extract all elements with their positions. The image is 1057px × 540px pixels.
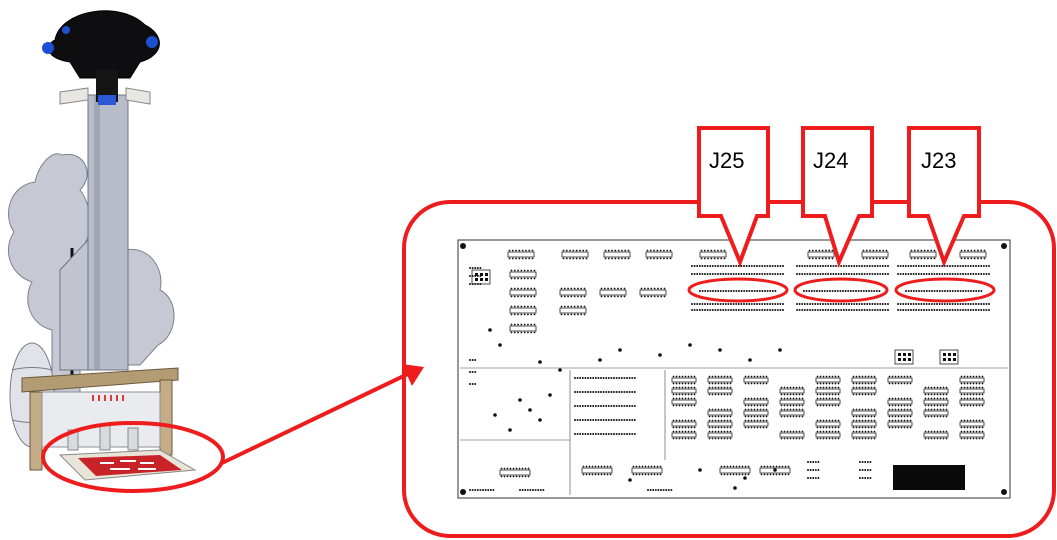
pcb-chip: [815, 388, 841, 394]
pcb-chip: [671, 377, 697, 383]
pcb-chip: [559, 289, 587, 296]
pcb-chip: [671, 399, 697, 405]
pcb-chip: [959, 251, 987, 258]
pcb-chip: [959, 388, 985, 394]
pcb-chip: [707, 388, 733, 394]
callout-j25: J25: [697, 126, 770, 268]
pcb-chip: [699, 251, 727, 258]
zoom-arrow: [221, 364, 424, 465]
pcb-chip: [779, 410, 805, 416]
pcb-chip: [815, 421, 841, 427]
pcb-chip: [603, 251, 631, 258]
top-display: [42, 10, 160, 105]
pcb-chip: [887, 399, 913, 405]
pcb-chip: [887, 410, 913, 416]
pcb-chip: [509, 325, 537, 332]
pcb-chip: [959, 377, 985, 383]
pcb-chip: [815, 399, 841, 405]
tray-highlight-ellipse: [41, 421, 225, 493]
tower-foot-left: [59, 238, 89, 371]
wood-cabinet: [21, 367, 179, 471]
pcb-chip: [707, 410, 733, 416]
pcb-chip: [707, 421, 733, 427]
callout-j23-label: J23: [921, 148, 956, 173]
pcb-outline: [457, 239, 1011, 499]
pcb-chip: [779, 388, 805, 394]
callout-j24: J24: [801, 126, 874, 268]
pcb-chip: [861, 251, 889, 258]
pcb-label-block: [893, 465, 965, 490]
pcb-chip: [815, 432, 841, 438]
callout-j25-label: J25: [709, 148, 744, 173]
pcb-chip: [743, 410, 769, 416]
pcb-chip: [779, 399, 805, 405]
pcb-chip: [743, 421, 769, 427]
pcb-chip: [671, 421, 697, 427]
machine-assembly: [7, 10, 225, 493]
pcb-chip: [759, 467, 791, 474]
pcb-chip: [645, 251, 673, 258]
pcb-chip: [507, 251, 535, 258]
pcb-chip: [599, 289, 627, 296]
pcb-chip: [707, 377, 733, 383]
pcb-chip: [509, 289, 537, 296]
zoomed-board: [402, 200, 1056, 538]
pcb-chip: [631, 467, 663, 474]
pcb-chip: [807, 251, 835, 258]
pcb-chip: [509, 271, 537, 278]
pcb-chip: [581, 467, 613, 474]
pcb-chip: [707, 432, 733, 438]
pcb-chip: [743, 377, 769, 383]
pcb-chip: [923, 410, 949, 416]
j24-highlight: [793, 277, 889, 303]
pcb-chip: [639, 289, 667, 296]
pcb-chip: [815, 377, 841, 383]
pcb-chip: [559, 307, 587, 314]
callout-j23: J23: [907, 126, 981, 268]
pcb-chip: [499, 469, 531, 476]
j25-highlight: [687, 277, 789, 303]
pcb-chip: [509, 307, 537, 314]
pcb-chip: [671, 388, 697, 394]
pcb-chip: [959, 421, 985, 427]
pcb-chip: [851, 388, 877, 394]
pcb-chip: [743, 399, 769, 405]
pcb-chip: [959, 399, 985, 405]
pcb-components: [460, 249, 1008, 495]
pcb-chip: [561, 251, 589, 258]
cloud-panel-right: [124, 248, 175, 366]
pcb-chip: [851, 421, 877, 427]
j23-highlight: [894, 277, 996, 303]
pcb-chip: [923, 399, 949, 405]
pcb-chip: [923, 388, 949, 394]
pcb-chip: [959, 432, 985, 438]
pcb-chip: [671, 432, 697, 438]
pcb-chip: [887, 421, 913, 427]
mini-circuit-board: [58, 449, 197, 481]
pcb-chip: [851, 410, 877, 416]
pcb-chip: [887, 377, 913, 383]
pcb-chip: [923, 432, 949, 438]
callout-j24-label: J24: [813, 148, 848, 173]
pcb-chip: [851, 377, 877, 383]
pcb-chip: [851, 432, 877, 438]
pcb-chip: [719, 467, 751, 474]
pcb-chip: [909, 251, 937, 258]
pcb-chip: [779, 432, 805, 438]
